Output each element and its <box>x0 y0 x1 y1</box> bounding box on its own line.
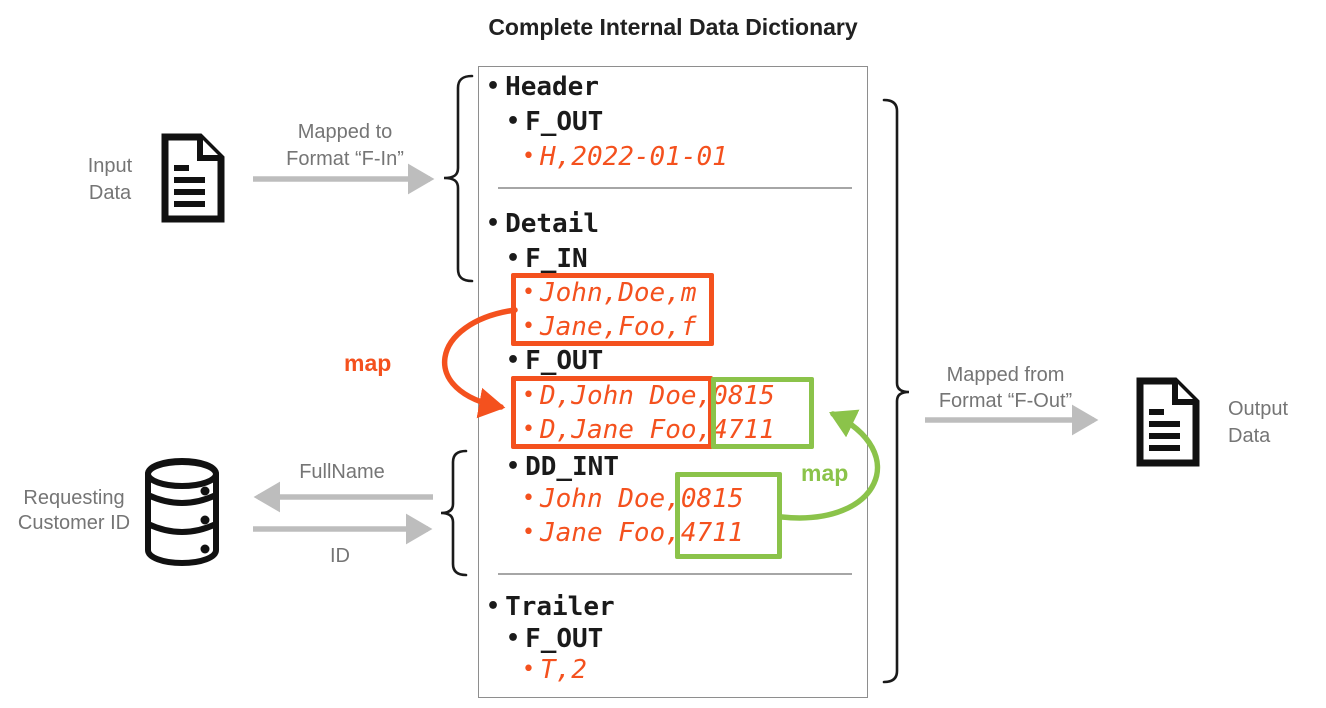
dict-row-text: F_OUT <box>525 624 604 654</box>
dict-row: •F_IN <box>506 242 588 276</box>
left-brace-top <box>443 74 474 283</box>
dict-row-text: H,2022-01-01 <box>539 142 728 172</box>
dict-row-text: Detail <box>505 209 599 239</box>
dict-row: •Jane,Foo,f <box>522 310 697 344</box>
dict-row-text: F_OUT <box>525 107 604 137</box>
data-dictionary-box <box>478 66 868 698</box>
database-icon <box>145 458 219 566</box>
bullet-icon: • <box>486 211 501 236</box>
dict-row: •John Doe,0815 <box>522 482 743 516</box>
bullet-icon: • <box>506 246 521 271</box>
dict-row: •DD_INT <box>506 450 619 484</box>
bullet-icon: • <box>522 383 535 408</box>
dict-row: •F_OUT <box>506 622 603 656</box>
bullet-icon: • <box>506 109 521 134</box>
map-label-orange: map <box>344 350 392 376</box>
bullet-icon: • <box>522 520 535 545</box>
mapped-to-format-fin-label: Mapped to Format “F-In” <box>286 121 404 170</box>
dict-row-text: T,2 <box>539 655 587 685</box>
bullet-icon: • <box>522 486 535 511</box>
dict-row-text: John,Doe,m <box>539 278 697 308</box>
bullet-icon: • <box>522 144 535 169</box>
mapped-from-format-fout-label: Mapped from Format “F-Out” <box>938 364 1073 412</box>
dict-row: •Jane Foo,4711 <box>522 516 743 550</box>
dict-row: •Trailer <box>486 590 615 624</box>
bullet-icon: • <box>522 417 535 442</box>
ddint-ids-highlight-box <box>675 472 782 559</box>
fin-records-highlight-box <box>511 273 714 346</box>
dict-row: •T,2 <box>522 653 587 687</box>
dict-row-text: F_IN <box>525 244 588 274</box>
section-divider <box>498 187 852 189</box>
fullname-label: FullName <box>299 461 385 483</box>
bullet-icon: • <box>522 280 535 305</box>
dict-row-text: Trailer <box>505 592 615 622</box>
requesting-customer-id-label: Requesting Customer ID <box>17 487 131 534</box>
bullet-icon: • <box>506 626 521 651</box>
dict-row-text: DD_INT <box>525 452 619 482</box>
dict-row: •Detail <box>486 207 599 241</box>
bullet-icon: • <box>486 594 501 619</box>
dict-row: •John,Doe,m <box>522 276 697 310</box>
dict-row-text: Header <box>505 72 599 102</box>
dict-row-text: John Doe,0815 <box>539 484 744 514</box>
dict-row-text: Jane,Foo,f <box>539 312 697 342</box>
left-brace-bottom <box>440 449 468 577</box>
section-divider <box>498 573 852 575</box>
dict-row: •Header <box>486 70 599 104</box>
page-title: Complete Internal Data Dictionary <box>488 14 858 40</box>
bullet-icon: • <box>522 657 535 682</box>
input-data-label: Input Data <box>87 155 133 204</box>
input-document-icon <box>161 133 225 223</box>
fout-ids-highlight-box <box>711 377 814 449</box>
bullet-icon: • <box>506 348 521 373</box>
dict-row: •F_OUT <box>506 344 603 378</box>
output-document-icon <box>1136 377 1200 467</box>
bullet-icon: • <box>522 314 535 339</box>
dict-row: •H,2022-01-01 <box>522 140 728 174</box>
bullet-icon: • <box>486 74 501 99</box>
bullet-icon: • <box>506 454 521 479</box>
map-label-green: map <box>801 460 849 486</box>
id-label: ID <box>330 545 350 567</box>
fout-records-highlight-box <box>511 376 713 449</box>
dict-row: •F_OUT <box>506 105 603 139</box>
dict-row-text: F_OUT <box>525 346 604 376</box>
output-data-label: Output Data <box>1228 398 1289 447</box>
dict-row-text: Jane Foo,4711 <box>539 518 744 548</box>
